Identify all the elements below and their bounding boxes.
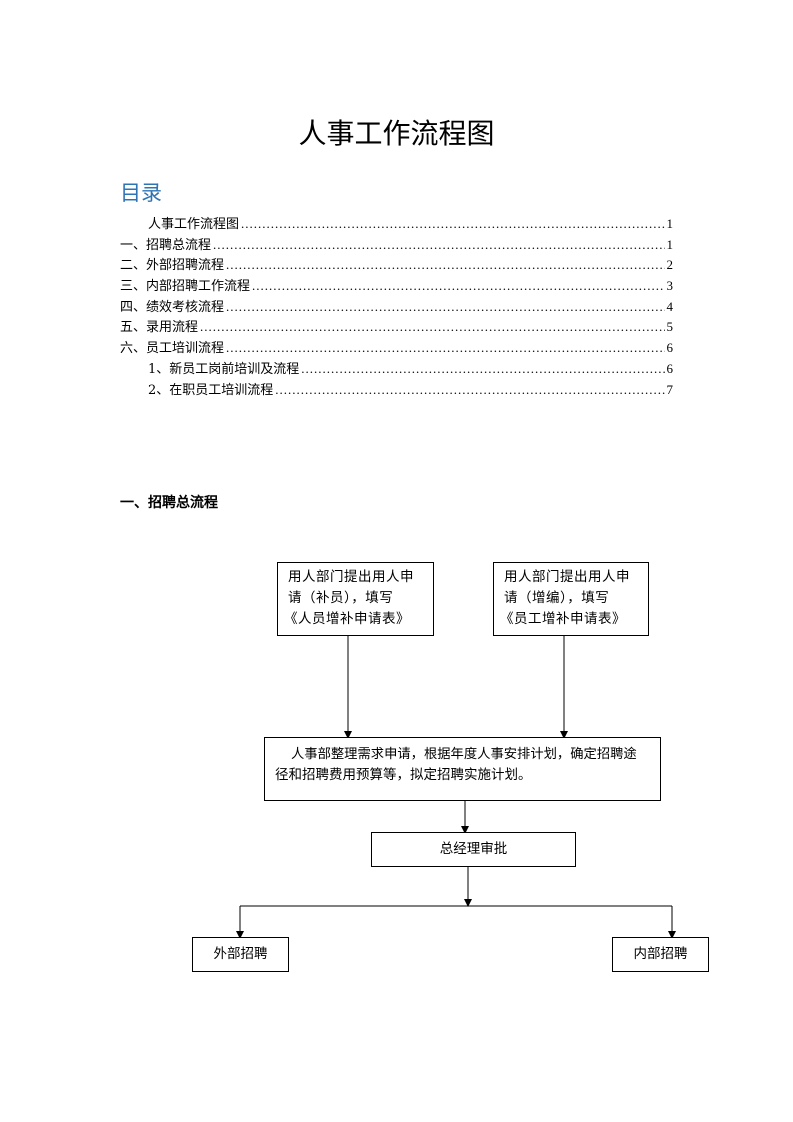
toc-heading: 目录 bbox=[120, 181, 162, 205]
hr-plan-box: 人事部整理需求申请，根据年度人事安排计划，确定招聘途 径和招聘费用预算等，拟定招… bbox=[264, 737, 661, 801]
toc-entry[interactable]: 三、内部招聘工作流程 3 bbox=[120, 276, 673, 297]
toc-entry[interactable]: 1、新员工岗前培训及流程 6 bbox=[120, 359, 673, 380]
toc-entry[interactable]: 六、员工培训流程 6 bbox=[120, 338, 673, 359]
left-request-box: 用人部门提出用人申 请（补员），填写 《人员增补申请表》 bbox=[277, 562, 434, 636]
toc-entry-page: 2 bbox=[666, 257, 674, 273]
gm-approval-box: 总经理审批 bbox=[371, 832, 576, 867]
toc-entry-page: 1 bbox=[666, 216, 674, 231]
gm-approval-label: 总经理审批 bbox=[439, 841, 508, 857]
toc-entry[interactable]: 一、招聘总流程 1 bbox=[120, 235, 673, 256]
toc-entry-label: 人事工作流程图 bbox=[148, 217, 240, 232]
toc-entry-page: 3 bbox=[666, 278, 674, 294]
toc-entry-page: 1 bbox=[666, 236, 674, 252]
toc-entry-label: 一、招聘总流程 bbox=[120, 237, 212, 253]
toc-entry[interactable]: 2、在职员工培训流程 7 bbox=[120, 380, 673, 401]
external-recruitment-box: 外部招聘 bbox=[192, 937, 289, 972]
right-request-line: 请（增编），填写 bbox=[504, 590, 610, 606]
right-request-box: 用人部门提出用人申 请（增编），填写 《员工增补申请表》 bbox=[493, 562, 649, 636]
right-request-line: 用人部门提出用人申 bbox=[504, 569, 630, 585]
toc-entry-label: 1、新员工岗前培训及流程 bbox=[148, 361, 300, 377]
left-request-line: 《人员增补申请表》 bbox=[284, 611, 410, 627]
toc-entry-label: 六、员工培训流程 bbox=[120, 341, 225, 357]
toc-entry-page: 7 bbox=[666, 381, 674, 397]
hr-plan-line: 人事部整理需求申请，根据年度人事安排计划，确定招聘途 bbox=[291, 747, 637, 762]
external-recruitment-label: 外部招聘 bbox=[213, 946, 268, 962]
toc-entry-page: 4 bbox=[666, 298, 674, 314]
internal-recruitment-box: 内部招聘 bbox=[612, 937, 709, 972]
toc-entry-label: 三、内部招聘工作流程 bbox=[120, 279, 251, 295]
toc-entry[interactable]: 二、外部招聘流程 2 bbox=[120, 255, 673, 276]
left-request-line: 请（补员），填写 bbox=[288, 590, 394, 606]
left-request-line: 用人部门提出用人申 bbox=[288, 569, 414, 585]
toc-entry[interactable]: 四、绩效考核流程 4 bbox=[120, 297, 673, 318]
hr-plan-line: 径和招聘费用预算等，拟定招聘实施计划。 bbox=[275, 767, 532, 783]
toc-entry-label: 四、绩效考核流程 bbox=[120, 299, 225, 315]
toc-entry-label: 二、外部招聘流程 bbox=[120, 258, 225, 274]
toc-entry[interactable]: 五、录用流程 5 bbox=[120, 317, 673, 338]
right-request-line: 《员工增补申请表》 bbox=[500, 611, 626, 627]
page-title: 人事工作流程图 bbox=[298, 117, 495, 150]
internal-recruitment-label: 内部招聘 bbox=[633, 946, 688, 962]
toc-entry-page: 6 bbox=[666, 360, 674, 376]
toc-entry-page: 6 bbox=[666, 340, 674, 356]
table-of-contents: 人事工作流程图 1 一、招聘总流程 1 二、外部招聘流程 2 三、内部招聘工作流程 3 四、绩效… bbox=[120, 214, 673, 400]
toc-entry-page: 5 bbox=[666, 319, 674, 335]
section-heading: 一、招聘总流程 bbox=[120, 495, 218, 511]
toc-entry[interactable]: 人事工作流程图 1 bbox=[120, 214, 673, 235]
toc-entry-label: 五、录用流程 bbox=[120, 320, 199, 336]
toc-entry-label: 2、在职员工培训流程 bbox=[148, 382, 274, 398]
